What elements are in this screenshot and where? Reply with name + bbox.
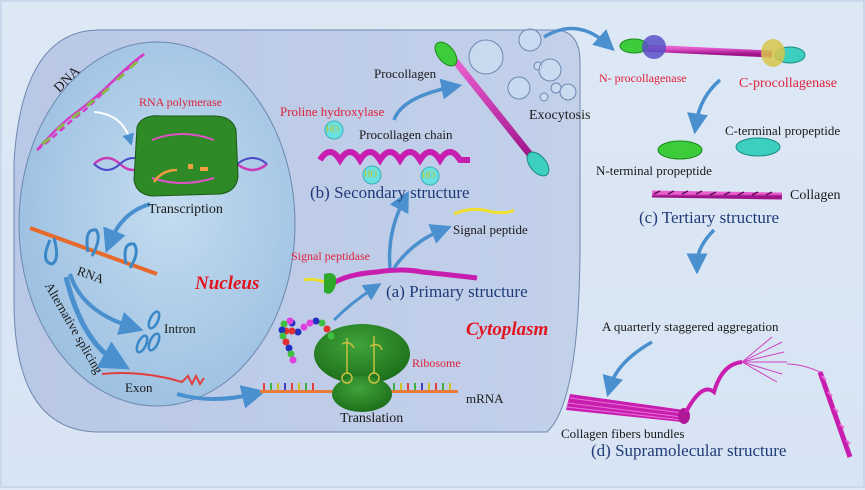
procollagen-molecule-icon	[434, 41, 550, 177]
intron-loops-icon	[135, 310, 161, 354]
arrow-splicing-to-intron	[68, 273, 144, 336]
polypeptide-chain-icon	[278, 317, 335, 364]
label-quarterly-staggered: A quarterly staggered aggregation	[602, 319, 779, 334]
label-n-procollagenase: N- procollagenase	[599, 71, 687, 85]
hydroxyl-group-icon	[324, 120, 440, 186]
arrow-exocytosis-to-processing	[543, 26, 615, 52]
rna-polymerase-icon	[133, 115, 239, 197]
collagen-molecule-icon	[651, 190, 783, 200]
label-tertiary-structure: (c) Tertiary structure	[639, 208, 780, 227]
label-nucleus-region: Nucleus	[195, 273, 260, 294]
arrow-dna-to-polymerase	[93, 111, 134, 146]
label-proline-hydroxylase: Proline hydroxylase	[280, 104, 385, 119]
label-c-procollagenase: C-procollagenase	[739, 76, 837, 91]
label-procollagen: Procollagen	[374, 66, 437, 81]
label-primary-structure: (a) Primary structure	[386, 282, 528, 301]
exon-strand-icon	[101, 372, 205, 387]
procollagen-chain-helix-icon	[317, 149, 470, 166]
label-secondary-structure: (b) Secondary structure	[310, 183, 470, 202]
label-intron: Intron	[164, 321, 196, 336]
label-hydroxyl-3: HO	[422, 170, 435, 180]
label-supramolecular-structure: (d) Supramolecular structure	[591, 441, 787, 460]
label-exon: Exon	[125, 380, 153, 395]
label-signal-peptidase: Signal peptidase	[291, 249, 370, 263]
collagen-fiber-bundle-icon	[566, 336, 853, 458]
arrow-primary-to-secondary	[387, 190, 409, 269]
ribosome-icon	[314, 324, 410, 412]
arrow-tertiary-to-staggered	[686, 228, 716, 275]
primary-structure-chain-icon	[303, 267, 478, 294]
arrow-transcription-to-rna	[103, 202, 151, 254]
label-ribosome: Ribosome	[412, 356, 461, 370]
label-rna-polymerase: RNA polymerase	[139, 95, 222, 109]
label-mrna: mRNA	[466, 391, 504, 406]
arrow-to-signal-peptide	[392, 224, 452, 269]
pre-mrna-strand-icon	[29, 226, 158, 276]
label-n-terminal-propeptide: N-terminal propeptide	[596, 163, 712, 178]
arrow-translation-to-primary	[332, 283, 382, 322]
arrow-secondary-to-procollagen	[392, 78, 463, 121]
arrow-splicing-to-exon	[63, 276, 131, 370]
dna-helix-icon	[36, 52, 145, 151]
c-terminal-propeptide-icon	[735, 137, 781, 157]
label-exocytosis: Exocytosis	[529, 108, 591, 123]
label-collagen: Collagen	[790, 188, 841, 203]
label-hydroxyl-1: HO	[326, 124, 339, 134]
arrow-to-propeptides	[687, 78, 722, 135]
label-signal-peptide: Signal peptide	[453, 222, 528, 237]
label-translation: Translation	[340, 411, 404, 426]
signal-peptide-icon	[453, 207, 515, 216]
arrow-staggered-to-bundles	[602, 340, 653, 398]
label-cytoplasm-region: Cytoplasm	[466, 319, 549, 340]
label-c-terminal-propeptide: C-terminal propeptide	[725, 123, 841, 138]
procollagen-processing-icon	[619, 35, 806, 67]
n-terminal-propeptide-icon	[657, 140, 703, 160]
staggered-aggregation-icon	[590, 271, 808, 313]
label-transcription: Transcription	[148, 202, 223, 217]
label-hydroxyl-2: HO	[364, 169, 377, 179]
arrow-exon-to-mrna	[176, 385, 266, 409]
label-fiber-bundles: Collagen fibers bundles	[561, 426, 685, 441]
label-procollagen-chain: Procollagen chain	[359, 127, 453, 142]
exocytosis-vesicles-icon	[468, 28, 577, 102]
